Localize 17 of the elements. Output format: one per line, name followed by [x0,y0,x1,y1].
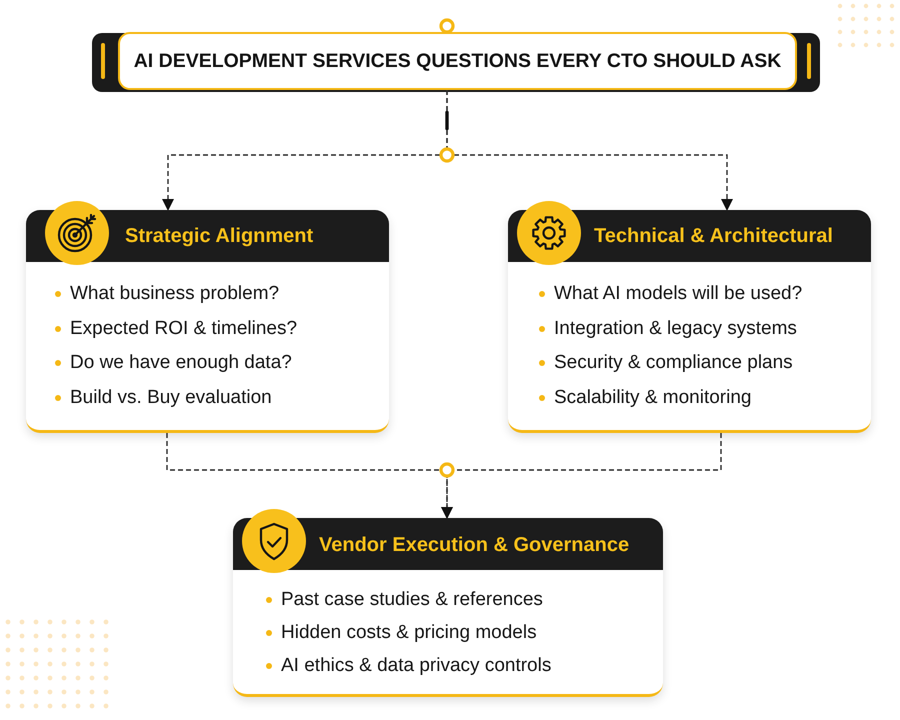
question-text: Do we have enough data? [70,351,292,375]
card-heading: Technical & Architectural [594,224,833,248]
question-text: What business problem? [70,282,280,306]
card-heading: Strategic Alignment [125,224,314,248]
question-text: Expected ROI & timelines? [70,316,298,340]
dashed-connector-arrow [446,90,733,211]
question-text: Hidden costs & pricing models [281,621,537,645]
question-text: Scalability & monitoring [554,386,752,410]
question-text: Past case studies & references [281,588,543,612]
question-text: Integration & legacy systems [554,316,797,340]
dashed-connector-arrow [441,433,722,519]
question-text: Security & compliance plans [554,351,793,375]
title-text: AI DEVELOPMENT SERVICES QUESTIONS EVERY CTO SHOULD ASK [134,49,782,73]
question-text: AI ethics & data privacy controls [281,654,552,678]
question-text: Build vs. Buy evaluation [70,386,272,410]
question-text: What AI models will be used? [554,282,802,306]
card-heading: Vendor Execution & Governance [319,533,630,557]
